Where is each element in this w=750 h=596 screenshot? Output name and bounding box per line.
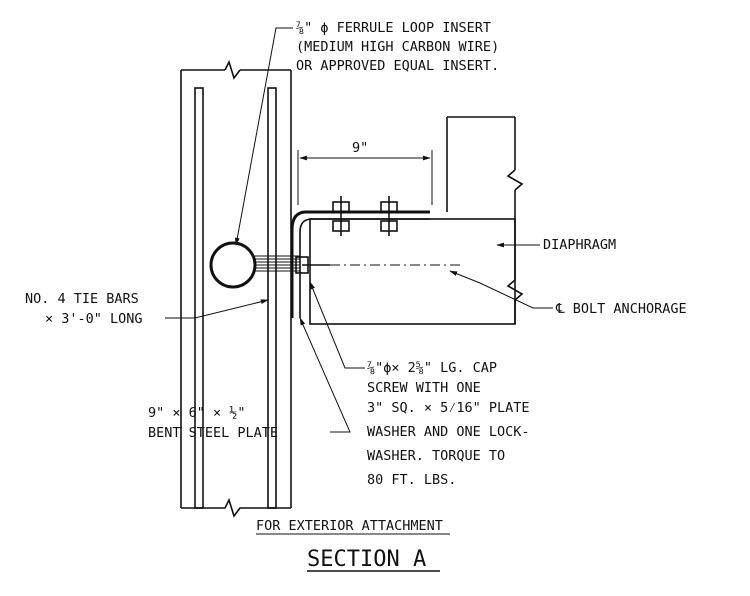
top-bolts — [332, 196, 398, 236]
ferrule-text-2: (MEDIUM HIGH CARBON WIRE) — [296, 39, 499, 55]
ferrule-text-3: OR APPROVED EQUAL INSERT. — [296, 58, 499, 74]
diaphragm-label: DIAPHRAGM — [543, 237, 616, 253]
screw-text-4: WASHER AND ONE LOCK- — [367, 424, 530, 440]
plate-text-1: 9" × 6" × ½" — [148, 405, 246, 421]
plate-callout: 9" × 6" × ½" BENT STEEL PLATE — [148, 405, 278, 441]
girder-section — [180, 59, 292, 518]
screw-text-1: ⅞"ϕ× 2⅝" LG. CAP — [367, 360, 497, 376]
ferrule-callout: ⅞" ϕ FERRULE LOOP INSERT (MEDIUM HIGH CA… — [296, 20, 499, 74]
dimension-9in: 9" — [297, 140, 433, 205]
tie-bars-text-1: NO. 4 TIE BARS — [25, 291, 139, 307]
plate-text-2: BENT STEEL PLATE — [148, 425, 278, 441]
dimension-label: 9" — [352, 140, 368, 156]
caption: FOR EXTERIOR ATTACHMENT SECTION A — [256, 518, 450, 572]
caption-subtitle: FOR EXTERIOR ATTACHMENT — [256, 518, 443, 534]
ferrule-text-1: ⅞" ϕ FERRULE LOOP INSERT — [296, 20, 491, 36]
caption-title: SECTION A — [307, 547, 426, 572]
ferrule-loop-insert — [209, 241, 300, 289]
cap-screw — [295, 256, 460, 274]
bolt-anchorage-label: ℄ BOLT ANCHORAGE — [555, 301, 687, 317]
cap-screw-callout: ⅞"ϕ× 2⅝" LG. CAP SCREW WITH ONE 3" SQ. ×… — [367, 360, 530, 488]
screw-text-3: 3" SQ. × 5⁄16" PLATE — [367, 400, 530, 416]
screw-text-6: 80 FT. LBS. — [367, 472, 456, 488]
screw-text-2: SCREW WITH ONE — [367, 380, 481, 396]
screw-text-5: WASHER. TORQUE TO — [367, 448, 505, 464]
leader-lines — [165, 27, 553, 433]
tie-bars-callout: NO. 4 TIE BARS × 3'-0" LONG — [25, 291, 143, 327]
tie-bars-text-2: × 3'-0" LONG — [45, 311, 143, 327]
diaphragm — [309, 116, 524, 325]
